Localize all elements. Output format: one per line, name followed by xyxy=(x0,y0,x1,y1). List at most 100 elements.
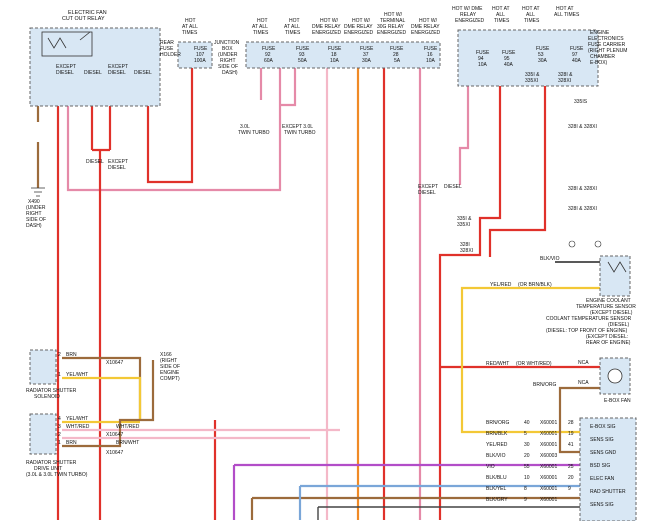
wire-redwht-fuse94 xyxy=(458,84,470,185)
drv-wire-yelwht: YEL/WHT xyxy=(66,416,88,422)
fuse97-hdr-2: ALL TIMES xyxy=(554,12,580,18)
fuse18-amp: 10A xyxy=(330,58,340,64)
ref-icon-4 xyxy=(594,240,602,248)
ebox-fan-label: E-BOX FAN xyxy=(604,398,631,404)
fuse37-amp: 30A xyxy=(362,58,372,64)
relay-switch xyxy=(79,31,91,41)
fuse93-num: 93 xyxy=(299,52,305,58)
drive-l3: (3.0L & 3.0L TWIN TURBO) xyxy=(26,472,88,478)
ebox-label: ENGINE ELECTRONICS FUSE CARRIER (RIGHT P… xyxy=(588,30,627,66)
ecm-pin-label: E-BOX SIG xyxy=(590,424,616,430)
ecm-row-wire: VIO xyxy=(486,464,495,470)
fuse28-hdr-3: 30G RELAY xyxy=(377,24,405,30)
relay-diesel: DIESEL xyxy=(84,70,102,76)
ecm-row-wire: BLK/VIO xyxy=(486,453,506,459)
var-328i-e-2: 328XI xyxy=(460,248,473,254)
wire-label-or-whtred: (OR WHT/RED) xyxy=(516,361,552,367)
fuse93-hdr-1: HOT xyxy=(289,18,300,24)
var-335i-b-2: 335XI xyxy=(457,222,470,228)
wire-diesel-split xyxy=(90,106,112,152)
diesel-mid: DIESEL xyxy=(444,184,462,190)
ecm-row-pin2: 20 xyxy=(568,475,574,481)
ebox-fan: E-BOX FAN NCA NCA xyxy=(578,357,631,404)
ecm-row-wire: BRN/BLK xyxy=(486,431,508,437)
fuse93-hdr-2: AT ALL xyxy=(284,24,300,30)
ecm-row-pin1: 30 xyxy=(524,442,530,448)
drv-pin-4: 4 xyxy=(58,416,61,422)
fuse95-hdr-3: TIMES xyxy=(494,18,510,24)
fuse53-hdr-2: ALL xyxy=(526,12,535,18)
wire-yelred-sensor xyxy=(460,286,600,434)
x166-l3: SIDE OF xyxy=(160,364,180,370)
x166-l1: X166 xyxy=(160,352,172,358)
x490-l4: SIDE OF xyxy=(26,217,46,223)
fuse93-amp: 50A xyxy=(298,58,308,64)
coolant-sensor-box xyxy=(599,255,631,297)
relay-except-2: DIESEL xyxy=(56,70,74,76)
radiator-shutter-drive: RADIATOR SHUTTER DRIVE UNIT (3.0L & 3.0L… xyxy=(26,413,88,478)
fuse95-num: 95 xyxy=(504,56,510,62)
ecm-row-pin1: 10 xyxy=(524,475,530,481)
fuse92-hdr-1: HOT xyxy=(257,18,268,24)
fuse107-num: 107 xyxy=(196,52,205,58)
diesel-split-right-2: DIESEL xyxy=(108,165,126,171)
fuse16-hdr-2: DME RELAY xyxy=(411,24,440,30)
rear-fuse-2: FUSE xyxy=(160,46,174,52)
diesel-split-left: DIESEL xyxy=(86,159,104,165)
ecm-row-conn: X60001 xyxy=(540,486,557,492)
fuse37: HOT W/ DME RELAY ENERGIZED FUSE 37 30A xyxy=(344,18,374,64)
sol-pin-1: 1 xyxy=(58,372,61,378)
fuse92-hdr-3: TIMES xyxy=(253,30,269,36)
fuse16: HOT W/ DME RELAY ENERGIZED FUSE 16 10A xyxy=(411,18,441,64)
fuse28-hdr-4: ENERGIZED xyxy=(377,30,407,36)
ebox-l6: E-BOX) xyxy=(590,60,608,66)
jb-2: BOX xyxy=(222,46,233,52)
x490-ground: X490 (UNDER RIGHT SIDE OF DASH) xyxy=(26,187,46,229)
solenoid-pins: 2 BRN 1 YEL/WHT xyxy=(58,352,88,378)
fuse53-amp: 30A xyxy=(538,58,548,64)
coolant-l6: (DIESEL: TOP FRONT OF ENGINE) xyxy=(546,328,628,334)
ref-icon-5 xyxy=(568,240,576,248)
fuse37-hdr-1: HOT W/ xyxy=(352,18,371,24)
rear-fuse-3: HOLDER xyxy=(160,52,181,58)
fuse95-amp: 40A xyxy=(504,62,514,68)
coolant-l7: (EXCEPT DIESEL: xyxy=(586,334,628,340)
relay-coil-symbol xyxy=(47,37,67,49)
ecm-row-pin1: 9 xyxy=(524,497,527,503)
var-328i-a-1: 328I & xyxy=(558,72,573,78)
ebox-l3: FUSE CARRIER xyxy=(588,42,626,48)
relay-diesel-2: DIESEL xyxy=(134,70,152,76)
drive-l1: RADIATOR SHUTTER xyxy=(26,460,77,466)
fuse37-num: 37 xyxy=(363,52,369,58)
wire-label-redwht: RED/WHT xyxy=(486,361,509,367)
tt30-2: TWIN TURBO xyxy=(238,130,270,136)
fuse97: HOT AT ALL TIMES FUSE 97 40A xyxy=(554,6,584,64)
fuse92-hdr-2: AT ALL xyxy=(252,24,268,30)
drv-wire-whtred-2: WHT/RED xyxy=(116,424,140,430)
wires xyxy=(36,44,600,520)
ecm-row-pin2: 28 xyxy=(568,420,574,426)
ex-diesel-mid-2: DIESEL xyxy=(418,190,436,196)
relay-title-2: CUT OUT RELAY xyxy=(62,16,105,22)
electric-fan-relay: ELECTRIC FAN CUT OUT RELAY EXCEPT DIESEL… xyxy=(29,10,161,107)
fuse28-num: 28 xyxy=(393,52,399,58)
fuse18-hdr-1: HOT W/ xyxy=(320,18,339,24)
coolant-l8: REAR OF ENGINE) xyxy=(586,340,631,346)
fuse107-hdr-2: AT ALL xyxy=(182,24,198,30)
solenoid-box xyxy=(29,349,57,385)
ecm-row-wire: BLK/BLU xyxy=(486,475,507,481)
fuse93-name: FUSE xyxy=(296,46,310,52)
ecm-pin-label: SENS SIG xyxy=(590,502,614,508)
ecm-row-pin1: 5 xyxy=(524,431,527,437)
fuse93: HOT AT ALL TIMES FUSE 93 50A xyxy=(284,18,310,64)
relay-title-1: ELECTRIC FAN xyxy=(68,10,107,16)
fuse53-num: 53 xyxy=(538,52,544,58)
var-335i-b-1: 335I & xyxy=(457,216,472,222)
var-335i-a-2: 335XI xyxy=(525,78,538,84)
ecm-pin-label: RAD SHUTTER xyxy=(590,489,626,495)
var-328i-c: 328I & 328XI xyxy=(568,186,597,192)
relay-except-4: DIESEL xyxy=(108,70,126,76)
motor-icon xyxy=(607,368,623,384)
fuse37-name: FUSE xyxy=(360,46,374,52)
wire-red-328i xyxy=(488,212,547,257)
